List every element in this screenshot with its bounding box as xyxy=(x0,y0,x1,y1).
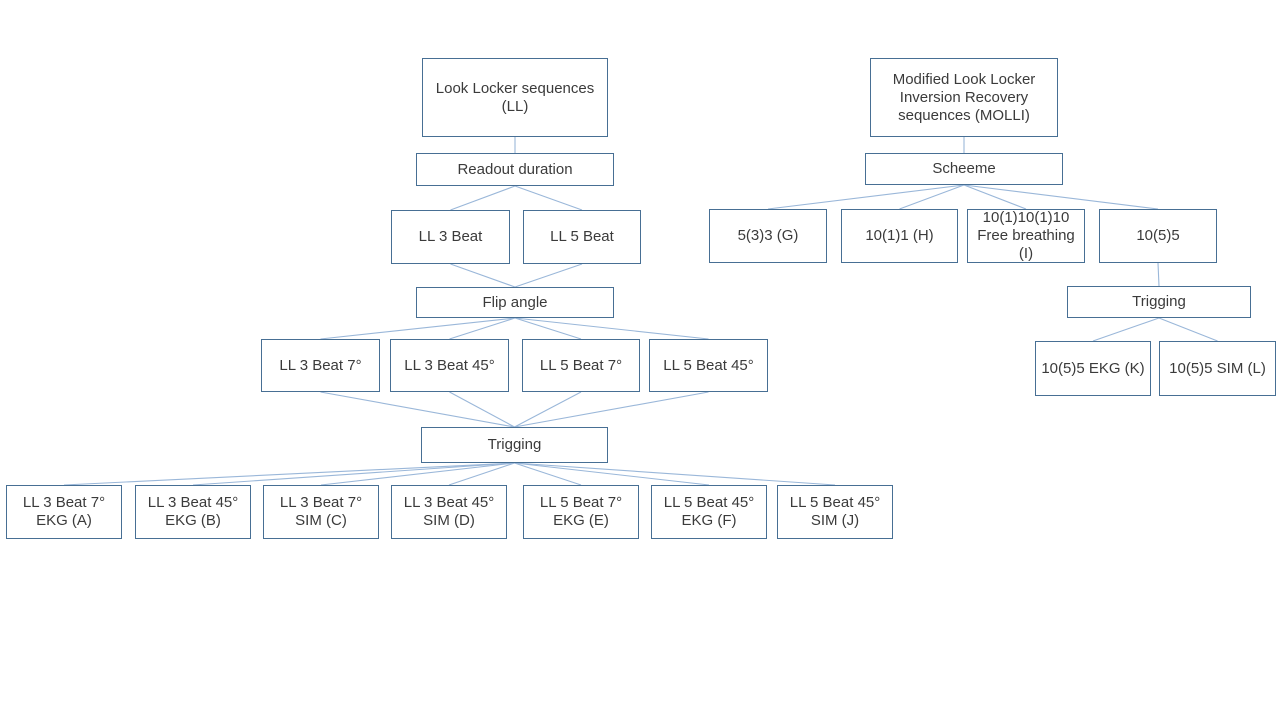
node-label: Trigging xyxy=(487,436,542,453)
node-label: EKG (B) xyxy=(165,512,221,529)
edge-trigging-left--leaf-e xyxy=(514,462,582,486)
edge-flip-angle--ll-3-beat-7 xyxy=(320,317,516,340)
node-label: LL 3 Beat 45° xyxy=(404,356,495,374)
node-label: 10(5)5 SIM (L) xyxy=(1169,359,1266,377)
node-scheme-g: 5(3)3 (G) xyxy=(709,209,827,263)
node-label: EKG (A) xyxy=(36,512,92,529)
node-label: LL 3 Beat 45° xyxy=(147,494,239,511)
edge-scheeme--scheme-g xyxy=(767,184,965,210)
node-ll-3-beat-7: LL 3 Beat 7° xyxy=(261,339,380,392)
edge-scheeme--scheme-h xyxy=(899,184,965,210)
node-label: LL 5 Beat 7° xyxy=(539,356,623,374)
node-label: (I) xyxy=(1018,245,1034,262)
node-label: Trigging xyxy=(1132,293,1186,310)
edge-ll-5-beat-45--trigging-left xyxy=(514,391,709,428)
edge-flip-angle--ll-3-beat-45 xyxy=(449,317,516,340)
node-ll-3-beat: LL 3 Beat xyxy=(391,210,510,264)
node-trigging-left: Trigging xyxy=(421,427,608,463)
node-leaf-c: LL 3 Beat 7°SIM (C) xyxy=(263,485,379,539)
node-label: Scheeme xyxy=(932,160,996,177)
edge-trigging-left--leaf-a xyxy=(63,462,515,486)
edge-scheme-1055--trigging-right xyxy=(1157,262,1160,287)
node-leaf-a: LL 3 Beat 7°EKG (A) xyxy=(6,485,122,539)
node-label: LL 3 Beat xyxy=(418,228,483,245)
edge-trigging-left--leaf-f xyxy=(514,462,710,486)
edge-flip-angle--ll-5-beat-7 xyxy=(514,317,582,340)
node-ll-5-beat: LL 5 Beat xyxy=(523,210,641,264)
edge-ll-3-beat--flip-angle xyxy=(450,263,516,288)
edge-trigging-right--leaf-k xyxy=(1092,317,1160,342)
node-label: LL 3 Beat 7° xyxy=(22,494,106,511)
node-leaf-j: LL 5 Beat 45°SIM (J) xyxy=(777,485,893,539)
node-label: LL 3 Beat 45° xyxy=(403,494,495,511)
node-leaf-e: LL 5 Beat 7°EKG (E) xyxy=(523,485,639,539)
node-leaf-b: LL 3 Beat 45°EKG (B) xyxy=(135,485,251,539)
edge-scheeme--scheme-i xyxy=(963,184,1027,210)
node-label: Readout duration xyxy=(457,160,573,178)
node-label: EKG (F) xyxy=(681,512,737,529)
node-trigging-right: Trigging xyxy=(1067,286,1251,318)
node-readout-duration: Readout duration xyxy=(416,153,614,186)
node-leaf-f: LL 5 Beat 45°EKG (F) xyxy=(651,485,767,539)
node-label: 10(5)5 EKG (K) xyxy=(1041,359,1145,377)
node-leaf-k: 10(5)5 EKG (K) xyxy=(1035,341,1151,396)
node-label: (LL) xyxy=(501,97,529,115)
node-label: LL 5 Beat 45° xyxy=(789,494,881,511)
node-label: 5(3)3 (G) xyxy=(737,227,799,244)
node-label: LL 5 Beat xyxy=(550,228,614,245)
node-label: Free breathing xyxy=(977,227,1075,244)
edge-trigging-left--leaf-b xyxy=(192,462,515,486)
node-label: LL 3 Beat 7° xyxy=(279,356,362,374)
node-scheeme: Scheeme xyxy=(865,153,1063,185)
node-label: Look Locker sequences xyxy=(435,79,595,97)
edge-ll-5-beat--flip-angle xyxy=(514,263,583,288)
edge-ll-3-beat-7--trigging-left xyxy=(320,391,515,428)
node-label: EKG (E) xyxy=(553,512,609,529)
node-leaf-d: LL 3 Beat 45°SIM (D) xyxy=(391,485,507,539)
node-label: 10(1)10(1)10 xyxy=(982,209,1070,226)
node-label: Modified Look Locker xyxy=(892,70,1036,88)
edge-flip-angle--ll-5-beat-45 xyxy=(514,317,709,340)
node-label: Flip angle xyxy=(482,293,548,311)
node-ll-3-beat-45: LL 3 Beat 45° xyxy=(390,339,509,392)
node-label: SIM (D) xyxy=(423,512,475,529)
node-label: sequences (MOLLI) xyxy=(898,106,1030,124)
node-leaf-l: 10(5)5 SIM (L) xyxy=(1159,341,1276,396)
node-label: 10(1)1 (H) xyxy=(865,227,934,244)
edge-trigging-left--leaf-c xyxy=(320,462,515,486)
edge-trigging-right--leaf-l xyxy=(1158,317,1218,342)
node-label: 10(5)5 xyxy=(1136,227,1180,244)
node-label: SIM (C) xyxy=(295,512,347,529)
node-label: Inversion Recovery xyxy=(899,88,1029,106)
node-ll-root: Look Locker sequences(LL) xyxy=(422,58,608,137)
node-label: LL 5 Beat 45° xyxy=(663,494,755,511)
node-scheme-1055: 10(5)5 xyxy=(1099,209,1217,263)
edge-trigging-left--leaf-j xyxy=(514,462,836,486)
node-ll-5-beat-45: LL 5 Beat 45° xyxy=(649,339,768,392)
edge-scheeme--scheme-1055 xyxy=(963,184,1159,210)
node-scheme-h: 10(1)1 (H) xyxy=(841,209,958,263)
node-label: LL 3 Beat 7° xyxy=(279,494,363,511)
edge-readout-duration--ll-3-beat xyxy=(450,185,516,211)
edge-trigging-left--leaf-d xyxy=(448,462,515,486)
node-label: SIM (J) xyxy=(810,512,860,529)
node-flip-angle: Flip angle xyxy=(416,287,614,318)
node-label: LL 5 Beat 7° xyxy=(539,494,623,511)
edge-readout-duration--ll-5-beat xyxy=(514,185,583,211)
edge-ll-5-beat-7--trigging-left xyxy=(514,391,582,428)
edge-ll-3-beat-45--trigging-left xyxy=(449,391,515,428)
node-ll-5-beat-7: LL 5 Beat 7° xyxy=(522,339,640,392)
node-label: LL 5 Beat 45° xyxy=(663,356,754,374)
